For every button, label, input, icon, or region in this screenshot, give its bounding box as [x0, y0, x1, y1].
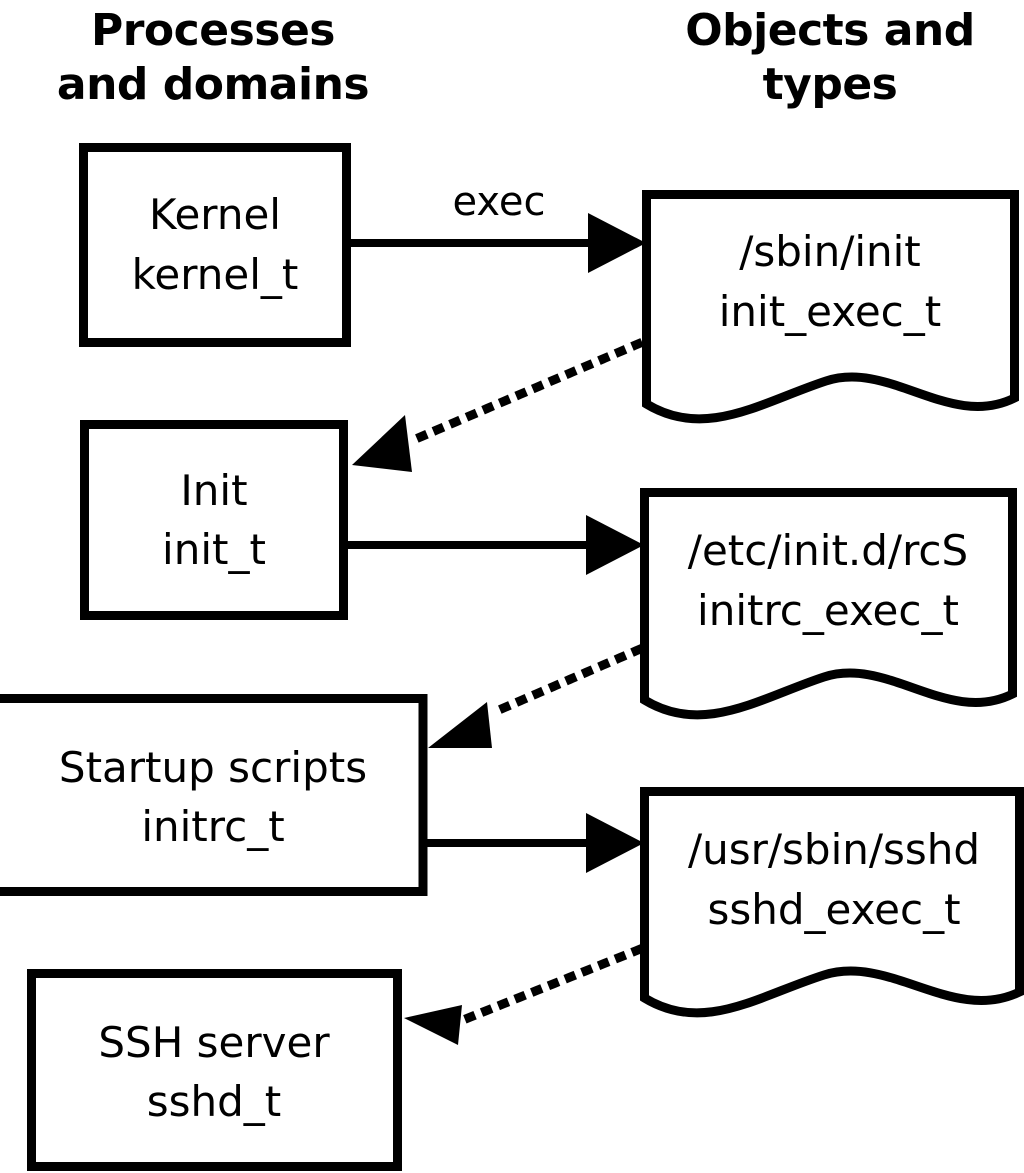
node-ssh-server[interactable]: SSH server sshd_t	[27, 969, 402, 1171]
edge-initrc-exec-to-initrc	[428, 644, 644, 748]
processes-heading-line2: and domains	[57, 59, 369, 110]
arrowhead-right	[586, 515, 644, 575]
node-kernel[interactable]: Kernel kernel_t	[79, 143, 351, 347]
node-usr-sbin-sshd-line1: /usr/sbin/sshd	[688, 825, 980, 874]
document-shape	[642, 190, 1019, 424]
edge-line	[462, 944, 644, 1024]
node-box	[79, 143, 351, 347]
edge-label-exec: exec	[453, 179, 546, 225]
node-etc-initd-rcs[interactable]: /etc/init.d/rcS initrc_exec_t	[640, 488, 1017, 720]
node-startup-scripts-line1: Startup scripts	[59, 743, 367, 792]
edge-initrc-exec-sshd-exec	[427, 813, 644, 873]
node-ssh-server-line2: sshd_t	[147, 1077, 282, 1126]
arrowhead-down-left	[352, 415, 412, 472]
node-box	[80, 420, 348, 620]
node-startup-scripts[interactable]: Startup scripts initrc_t	[0, 694, 428, 896]
node-startup-scripts-line2: initrc_t	[141, 802, 284, 851]
edge-line	[405, 338, 644, 447]
column-heading-objects: Objects and types	[685, 5, 975, 110]
node-box	[0, 694, 428, 896]
node-sbin-init-line1: /sbin/init	[739, 227, 921, 276]
edge-kernel-exec-init-exec: exec	[350, 179, 646, 273]
node-init-line1: Init	[180, 466, 247, 515]
document-shape	[640, 488, 1017, 720]
arrowhead-right	[586, 813, 644, 873]
node-kernel-line2: kernel_t	[132, 250, 299, 299]
node-etc-initd-rcs-line2: initrc_exec_t	[697, 586, 959, 635]
node-box	[27, 969, 402, 1171]
node-sbin-init[interactable]: /sbin/init init_exec_t	[642, 190, 1019, 424]
arrowhead-down-left	[428, 702, 492, 748]
arrowhead-down-left	[404, 1005, 462, 1045]
edge-init-exec-initrc-exec	[348, 515, 644, 575]
node-ssh-server-line1: SSH server	[98, 1018, 330, 1067]
node-sbin-init-line2: init_exec_t	[719, 287, 942, 336]
node-init[interactable]: Init init_t	[80, 420, 348, 620]
node-usr-sbin-sshd[interactable]: /usr/sbin/sshd sshd_exec_t	[640, 787, 1024, 1018]
processes-heading-line1: Processes	[91, 5, 335, 56]
node-etc-initd-rcs-line1: /etc/init.d/rcS	[688, 526, 968, 575]
edge-init-exec-to-init	[352, 338, 644, 472]
node-kernel-line1: Kernel	[149, 190, 281, 239]
arrowhead-right	[588, 213, 646, 273]
node-init-line2: init_t	[162, 525, 266, 574]
objects-heading-line2: types	[763, 59, 898, 110]
column-heading-processes: Processes and domains	[57, 5, 370, 110]
edge-sshd-exec-to-sshd	[404, 944, 644, 1045]
node-usr-sbin-sshd-line2: sshd_exec_t	[707, 885, 960, 934]
document-shape	[640, 787, 1024, 1018]
edge-line	[486, 644, 644, 719]
objects-heading-line1: Objects and	[685, 5, 974, 56]
